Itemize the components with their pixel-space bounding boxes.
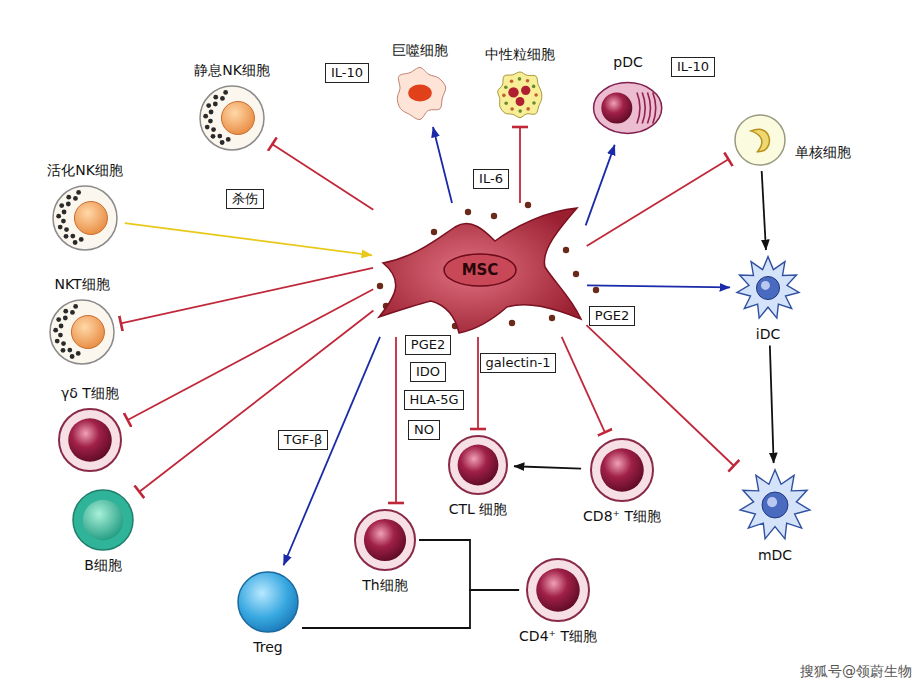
inhibition-line	[128, 289, 374, 420]
factor-dot	[573, 271, 579, 277]
cell-node: γδ T细胞	[55, 385, 125, 476]
dc-cell-icon	[736, 466, 814, 544]
node-label: 活化NK细胞	[47, 162, 123, 180]
factor-dot	[549, 315, 555, 321]
cell-node: iDC	[733, 253, 803, 344]
activation-arrow	[302, 590, 519, 628]
factor-dot	[563, 247, 569, 253]
factor-dot	[525, 202, 531, 208]
dc-cell-icon	[733, 253, 803, 323]
factor-dot	[465, 209, 471, 215]
node-label: Treg	[253, 639, 282, 657]
factor-dot	[509, 320, 515, 326]
inhibition-line	[587, 159, 729, 246]
activation-arrow	[770, 345, 774, 463]
node-label: NKT细胞	[54, 276, 109, 294]
mono-cell-icon	[731, 111, 789, 169]
cell-node: Treg	[234, 568, 302, 657]
node-label: IL-10	[677, 59, 709, 75]
node-label: pDC	[613, 54, 642, 72]
cell-node: 中性粒细胞	[485, 46, 555, 125]
factor-dot	[431, 229, 437, 235]
cell-node: 单核细胞	[731, 111, 851, 169]
neut-cell-icon	[491, 66, 549, 124]
edge-label: galectin-1	[480, 353, 557, 373]
edge-label: TGF-β	[278, 430, 328, 450]
factor-dot	[593, 287, 599, 293]
watermark: 搜狐号@领蔚生物	[800, 663, 912, 681]
nk-cell-icon	[46, 296, 118, 368]
node-label: 巨噬细胞	[392, 42, 448, 60]
inhibition-line	[139, 311, 373, 492]
edge-label: PGE2	[589, 306, 635, 326]
factor-box: IL-10	[325, 63, 369, 83]
activation-arrow	[125, 223, 372, 255]
activation-arrow	[586, 145, 615, 226]
node-label: IL-10	[331, 65, 363, 81]
factor-box: IL-10	[671, 57, 715, 77]
node-label: MSC	[462, 261, 499, 280]
mac-cell-icon	[389, 62, 451, 124]
factor-box: PGE2	[405, 335, 451, 355]
node-label: CD8⁺ T细胞	[583, 508, 661, 526]
cell-node: 活化NK细胞	[47, 162, 123, 255]
node-label: NO	[414, 422, 434, 438]
node-label: 中性粒细胞	[485, 46, 555, 64]
activation-arrow	[433, 127, 452, 203]
treg-cell-icon	[234, 568, 302, 636]
edge-label: 杀伤	[226, 189, 264, 209]
cell-node: CTL 细胞	[445, 432, 511, 519]
cell-node: 静息NK细胞	[194, 62, 270, 155]
inhibition-line	[121, 268, 373, 323]
node-label: γδ T细胞	[61, 385, 119, 403]
lymph-cell-icon	[523, 555, 593, 625]
cell-node: B细胞	[69, 486, 137, 575]
cell-node: 巨噬细胞	[389, 42, 451, 125]
pdc-cell-icon	[589, 74, 666, 142]
nk-cell-icon	[49, 182, 121, 254]
node-label: iDC	[756, 326, 780, 344]
msc-cell: MSC	[375, 205, 585, 335]
node-label: 单核细胞	[795, 144, 851, 162]
node-label: IDO	[416, 364, 440, 380]
node-label: CD4⁺ T细胞	[519, 628, 597, 646]
lymph-cell-icon	[351, 506, 419, 574]
factor-dot	[491, 213, 497, 219]
lymph-cell-icon	[55, 405, 125, 475]
cell-node: CD8⁺ T细胞	[583, 435, 661, 526]
node-label: mDC	[758, 547, 792, 565]
activation-arrow	[587, 285, 730, 287]
activation-arrow	[514, 466, 581, 468]
cell-node: Th细胞	[351, 506, 419, 595]
lymph-cell-icon	[445, 432, 511, 498]
node-label: HLA-5G	[410, 392, 459, 408]
inhibition-line	[562, 337, 605, 432]
inhibition-line	[477, 337, 479, 429]
factor-box: IDO	[410, 362, 446, 382]
node-label: 静息NK细胞	[194, 62, 270, 80]
factor-box: NO	[408, 420, 440, 440]
inhibition-line	[519, 127, 521, 203]
activation-arrow	[419, 540, 519, 590]
node-label: B细胞	[84, 557, 122, 575]
b-cell-icon	[69, 486, 137, 554]
activation-arrow	[762, 171, 766, 250]
cell-node: CD4⁺ T细胞	[519, 555, 597, 646]
inhibition-line	[272, 144, 373, 210]
lymph-cell-icon	[587, 435, 657, 505]
node-label: Th细胞	[362, 577, 407, 595]
inhibition-line	[395, 337, 397, 503]
cell-node: mDC	[736, 466, 814, 565]
node-label: PGE2	[411, 337, 445, 353]
factor-dot	[377, 283, 383, 289]
node-label: CTL 细胞	[449, 501, 508, 519]
cell-node: NKT细胞	[46, 276, 118, 369]
edge-label: IL-6	[473, 169, 509, 189]
nk-cell-icon	[196, 82, 268, 154]
cell-node: pDC	[589, 54, 666, 143]
factor-box: HLA-5G	[404, 390, 465, 410]
